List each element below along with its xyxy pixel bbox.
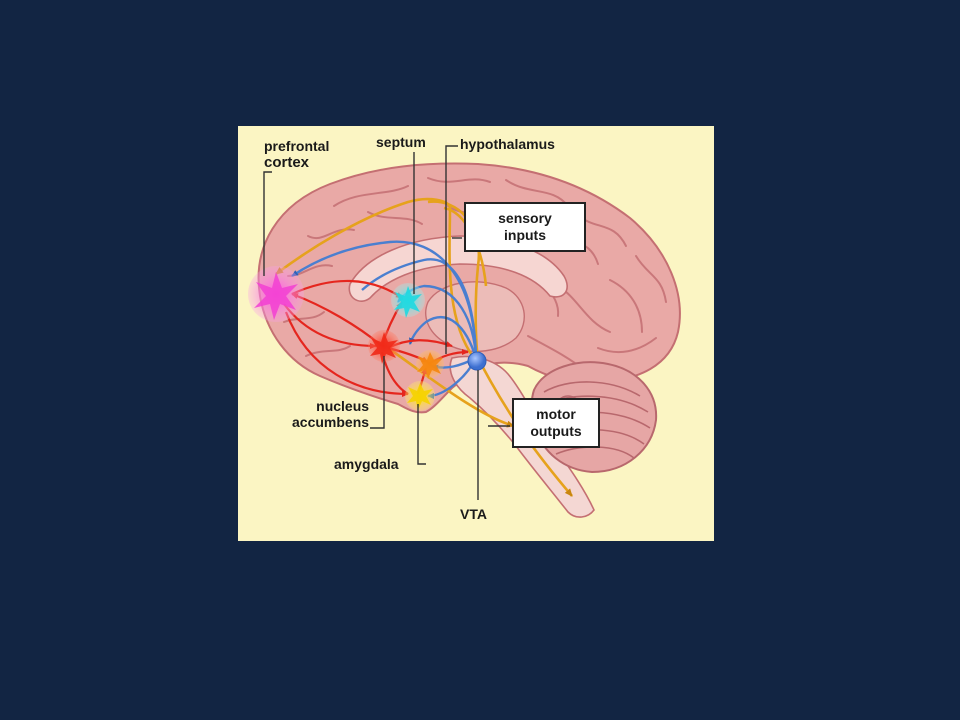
brain-pathway-figure: prefrontal cortex septum hypothalamus nu… bbox=[238, 126, 714, 541]
label-nucleus-line1: nucleus bbox=[316, 398, 370, 414]
label-prefrontal-line2: cortex bbox=[264, 154, 310, 171]
sensory-inputs-box: sensory inputs bbox=[464, 202, 586, 252]
node-hypothalamus bbox=[416, 350, 444, 379]
node-amygdala bbox=[405, 381, 435, 411]
sensory-line2: inputs bbox=[504, 227, 546, 243]
label-nucleus-accumbens: nucleus accumbens bbox=[292, 398, 369, 430]
label-prefrontal-line1: prefrontal bbox=[264, 138, 330, 154]
label-septum: septum bbox=[376, 134, 426, 150]
motor-line2: outputs bbox=[530, 423, 582, 439]
sensory-line1: sensory bbox=[498, 210, 552, 226]
motor-line1: motor bbox=[536, 406, 576, 422]
node-nucleus-accumbens bbox=[368, 330, 400, 364]
node-prefrontal-cortex bbox=[248, 266, 304, 322]
leader-lines bbox=[263, 145, 510, 500]
label-amygdala: amygdala bbox=[334, 456, 399, 472]
label-prefrontal: prefrontal cortex bbox=[264, 138, 329, 171]
node-vta bbox=[467, 351, 487, 371]
label-hypothalamus: hypothalamus bbox=[460, 136, 555, 152]
motor-outputs-box: motor outputs bbox=[512, 398, 600, 448]
brain-diagram bbox=[248, 145, 681, 518]
label-nucleus-line2: accumbens bbox=[292, 414, 370, 430]
node-septum bbox=[391, 283, 425, 318]
label-vta: VTA bbox=[460, 506, 487, 522]
